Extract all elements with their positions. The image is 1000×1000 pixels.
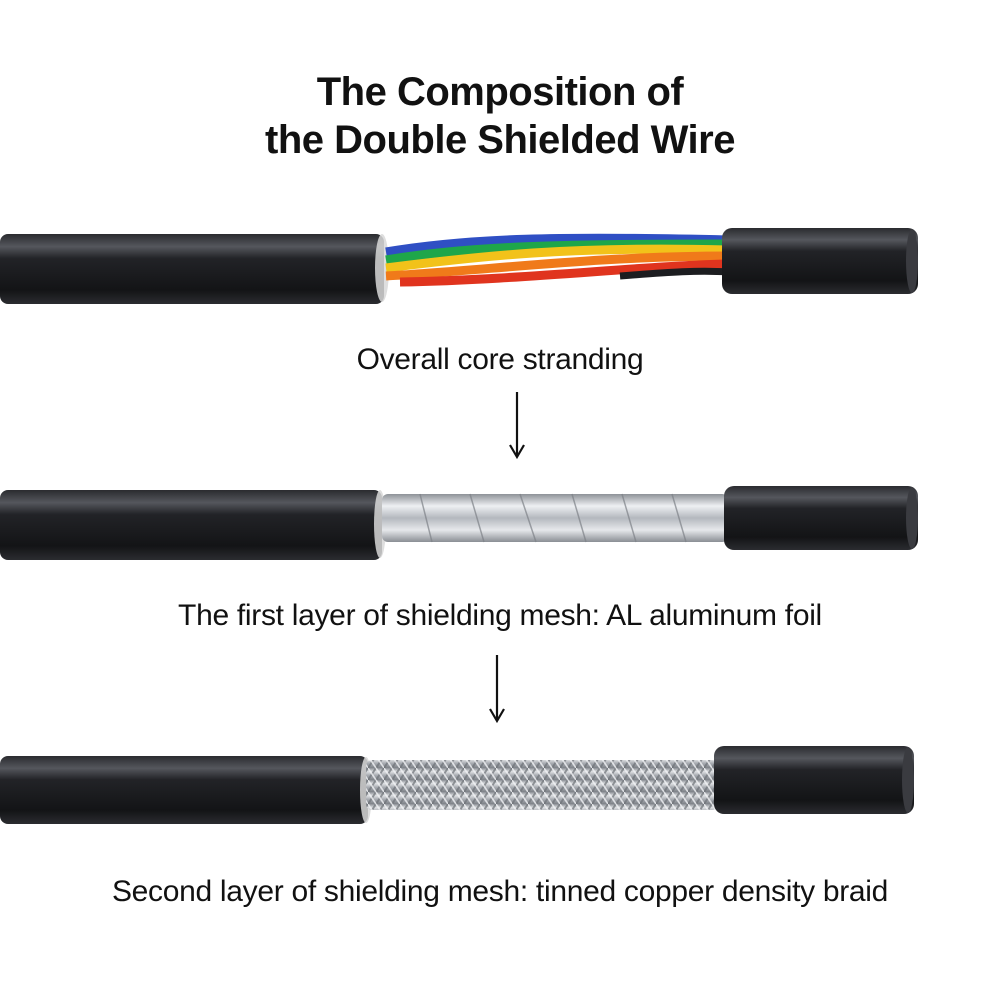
jacket-cut-edge <box>375 234 389 302</box>
aluminum-foil-layer <box>382 494 728 542</box>
cable-tinned-copper-braid <box>0 746 914 824</box>
cable-jacket-left <box>0 756 368 824</box>
foil-wrap-lines <box>419 493 687 543</box>
cable-jacket-right <box>722 228 918 294</box>
cable-aluminum-foil <box>0 486 918 560</box>
cable-end-cap <box>906 229 918 293</box>
caption-core-stranding: Overall core stranding <box>356 343 644 376</box>
caption-aluminum-foil: The first layer of shielding mesh: AL al… <box>178 599 822 632</box>
cable-end-cap <box>902 747 914 813</box>
tinned-copper-braid-layer <box>366 760 718 810</box>
cable-end-cap <box>906 487 918 549</box>
down-arrow-2 <box>489 655 505 724</box>
diagram-title: The Composition of the Double Shielded W… <box>0 68 1000 164</box>
cable-jacket-left <box>0 234 384 304</box>
cable-core-stranding <box>0 228 918 304</box>
cable-jacket-left <box>0 490 382 560</box>
cable-jacket-right <box>714 746 914 814</box>
down-arrow-1 <box>509 392 525 460</box>
colored-cores <box>385 233 729 287</box>
caption-copper-braid: Second layer of shielding mesh: tinned c… <box>111 875 889 908</box>
title-line-1: The Composition of <box>316 70 684 114</box>
title-line-2: the Double Shielded Wire <box>265 118 735 162</box>
cable-jacket-right <box>724 486 918 550</box>
